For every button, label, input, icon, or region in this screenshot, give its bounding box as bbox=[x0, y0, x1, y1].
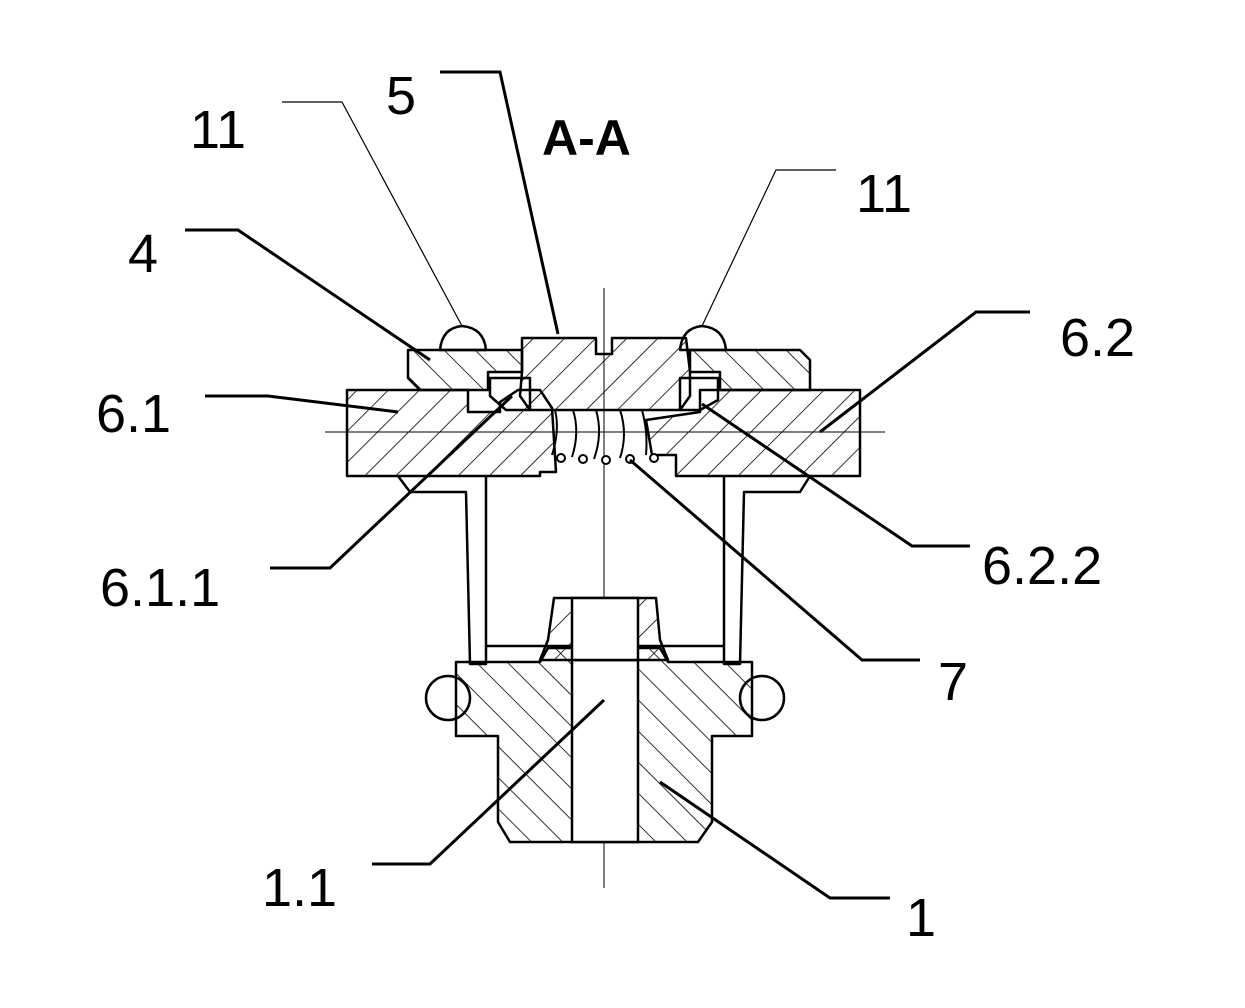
label-11-right: 11 bbox=[856, 164, 912, 224]
left-snap-block bbox=[488, 376, 532, 412]
spring-contact bbox=[593, 409, 600, 460]
leader-5 bbox=[440, 70, 560, 335]
contact-tip bbox=[578, 454, 588, 464]
label-7: 7 bbox=[938, 652, 968, 712]
leader-11-right bbox=[701, 169, 836, 327]
left-screw-head-11 bbox=[438, 324, 488, 352]
leader-6-2-2 bbox=[701, 402, 970, 548]
spring-contacts-7 bbox=[551, 409, 659, 465]
housing-body bbox=[397, 475, 812, 666]
label-5: 5 bbox=[386, 66, 416, 126]
left-o-ring bbox=[424, 674, 472, 722]
right-snap-block bbox=[678, 376, 720, 412]
contact-tip bbox=[649, 453, 659, 463]
leader-1 bbox=[659, 780, 890, 900]
leader-6-1 bbox=[205, 394, 399, 414]
label-1: 1 bbox=[906, 888, 936, 948]
leader-7 bbox=[629, 458, 920, 662]
leader-6-1-1 bbox=[270, 394, 514, 570]
label-6-2-2: 6.2.2 bbox=[982, 536, 1102, 596]
label-6-2: 6.2 bbox=[1060, 308, 1135, 368]
leader-6-2 bbox=[819, 310, 1030, 434]
label-4: 4 bbox=[128, 224, 158, 284]
label-11-left: 11 bbox=[190, 100, 246, 160]
leader-4 bbox=[185, 228, 431, 362]
label-1-1: 1.1 bbox=[262, 858, 337, 918]
center-plug-5 bbox=[518, 336, 692, 412]
leader-11-left bbox=[282, 101, 463, 327]
section-title: A-A bbox=[542, 110, 631, 166]
spring-contact bbox=[571, 409, 578, 458]
spring-contact bbox=[551, 409, 558, 456]
contact-tip bbox=[601, 455, 611, 465]
spring-contact bbox=[641, 409, 648, 456]
right-plate-6-2 bbox=[644, 388, 862, 478]
right-o-ring bbox=[738, 674, 786, 722]
label-6-1: 6.1 bbox=[96, 384, 171, 444]
top-ring-4-right bbox=[688, 348, 812, 392]
channel-1-1 bbox=[570, 658, 640, 844]
spring-contact bbox=[619, 409, 625, 459]
leader-1-1 bbox=[372, 698, 606, 866]
hex-nut-bore bbox=[570, 596, 640, 662]
contact-tip bbox=[556, 453, 566, 463]
label-6-1-1: 6.1.1 bbox=[100, 558, 220, 618]
